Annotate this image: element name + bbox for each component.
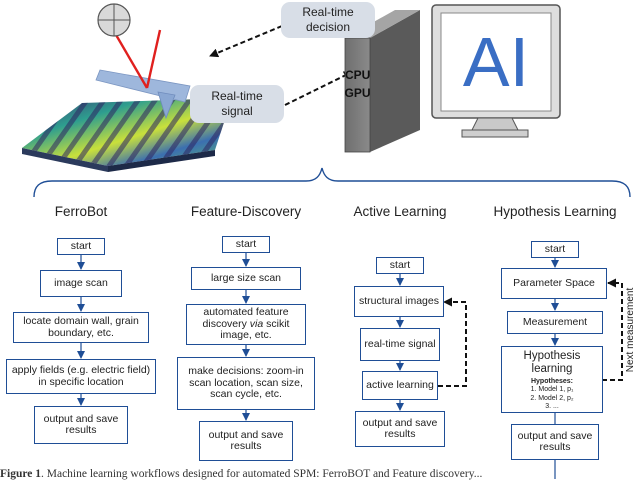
decision-callout: Real-time decision — [281, 2, 375, 38]
feature-discovery-title: Feature-Discovery — [190, 204, 302, 219]
signal-arrow — [284, 71, 353, 106]
ferrobot-title: FerroBot — [54, 204, 108, 219]
decision-arrow — [209, 25, 283, 58]
ai-label: AI — [462, 23, 530, 101]
feature-discovery-decisions: make decisions: zoom-in scan location, s… — [177, 357, 315, 410]
feature-discovery-automated: automated feature discovery via scikit i… — [186, 304, 306, 345]
active-learning-output: output and save results — [355, 411, 445, 447]
next-measurement-label: Next measurement — [625, 287, 636, 373]
hypothesis-learning-label: Hypothesis learning — [523, 350, 581, 375]
hypothesis-start: start — [531, 241, 579, 258]
ferrobot-apply-fields: apply fields (e.g. electric field) in sp… — [6, 359, 156, 394]
caption-text: . Machine learning workflows designed fo… — [41, 468, 483, 480]
hypothesis-parameter-space: Parameter Space — [501, 268, 607, 299]
feature-discovery-large-scan: large size scan — [191, 267, 301, 290]
sample-surface — [22, 98, 232, 172]
active-learning-active-learning: active learning — [362, 371, 438, 400]
ferrobot-locate-domain-wall: locate domain wall, grain boundary, etc. — [13, 312, 149, 343]
hypothesis-item: 2. Model 2, p₂ — [530, 394, 574, 402]
laser-beam — [110, 27, 162, 89]
ferrobot-output: output and save results — [34, 406, 128, 444]
caption-lead: Figure 1 — [0, 468, 41, 480]
gpu-label: GPU — [344, 86, 371, 100]
hypothesis-item: 1. Model 1, p₁ — [530, 386, 574, 393]
ferrobot-start: start — [57, 238, 105, 255]
hypothesis-learning-title: Hypothesis Learning — [493, 204, 617, 219]
signal-label: Real-time signal — [211, 89, 263, 118]
feature-discovery-output: output and save results — [199, 421, 293, 461]
cantilever — [95, 69, 191, 120]
hypothesis-measurement: Measurement — [507, 311, 603, 334]
cpu-label: CPU — [345, 68, 371, 82]
active-learning-start: start — [376, 257, 424, 274]
active-learning-arrows — [396, 274, 467, 411]
active-learning-structural-images: structural images — [354, 286, 444, 317]
figure-caption: Figure 1. Machine learning workflows des… — [0, 468, 640, 482]
next-measurement-loop-arrow — [602, 278, 623, 381]
ferrobot-image-scan: image scan — [40, 270, 122, 297]
server-tower — [344, 10, 420, 153]
active-learning-title: Active Learning — [353, 204, 447, 219]
hypothesis-learning-box: Hypothesis learning Hypotheses: 1. Model… — [501, 346, 603, 413]
photodetector-icon — [97, 3, 131, 37]
hypothesis-item: 3. ... — [545, 403, 559, 410]
hypotheses-title: Hypotheses: — [530, 378, 573, 385]
signal-callout: Real-time signal — [190, 85, 284, 123]
monitor-icon — [431, 4, 561, 138]
decision-label: Real-time decision — [302, 5, 354, 34]
active-learning-realtime-signal: real-time signal — [360, 328, 440, 361]
active-learning-loop-arrow — [438, 297, 467, 387]
feature-discovery-start: start — [222, 236, 270, 253]
grouping-brace — [33, 167, 631, 198]
hypothesis-output-visible: output and save results — [511, 424, 599, 460]
feature-discovery-automated-label: automated feature discovery via scikit i… — [202, 306, 290, 342]
